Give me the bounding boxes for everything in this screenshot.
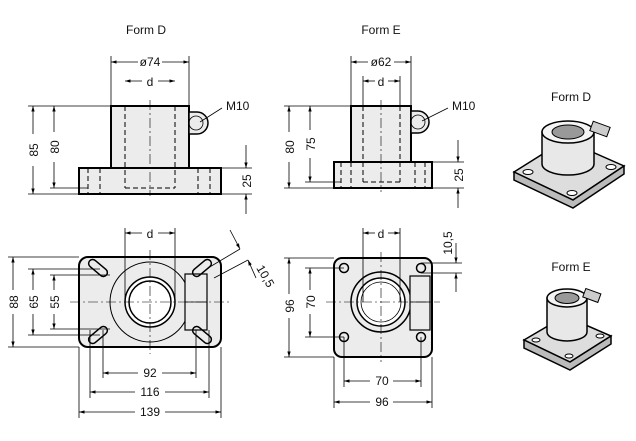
form-e-hole-span: 70 — [304, 295, 318, 309]
form-e-front-view: Form E ø62 d M10 80 75 25 — [283, 23, 476, 208]
form-e-clamp-lug — [410, 110, 430, 134]
form-d-title: Form D — [126, 23, 166, 37]
form-e-thread-label: M10 — [452, 99, 476, 113]
form-d-thread-label: M10 — [226, 99, 250, 113]
form-d-height-body: 80 — [48, 140, 62, 154]
form-e-base — [333, 161, 433, 189]
form-d-screw-hole — [188, 115, 204, 131]
form-e-top-view: d 10,5 96 70 70 96 — [283, 227, 462, 409]
form-d-front-view: Form D ø74 d M10 85 80 25 — [27, 23, 254, 214]
form-d-base-height: 25 — [240, 174, 254, 188]
form-d-width: 88 — [7, 295, 21, 309]
form-d-isometric: Form D — [512, 90, 626, 209]
form-e-diameter-label: ø62 — [371, 55, 392, 69]
form-d-bore-label: d — [147, 75, 154, 89]
form-e-width: 96 — [283, 299, 297, 313]
form-d-len-mid: 116 — [140, 385, 159, 399]
form-e-base-height: 25 — [452, 168, 466, 182]
form-d-clamp-lug — [188, 111, 209, 135]
form-e-hole-dia: 10,5 — [441, 231, 455, 255]
form-d-slot-span-inner: 55 — [48, 295, 62, 309]
mounting-slot — [191, 325, 213, 345]
form-e-height-body: 75 — [304, 137, 318, 151]
mounting-slot — [191, 258, 213, 278]
form-e-bore-label: d — [378, 75, 385, 89]
form-e-len-inner: 70 — [375, 374, 389, 388]
form-e-top-bore-label: d — [378, 227, 385, 241]
form-e-title: Form E — [361, 23, 400, 37]
mounting-hole — [415, 262, 427, 274]
form-d-slot-width: 10,5 — [253, 263, 277, 291]
iso-form-e-label: Form E — [551, 260, 590, 274]
form-d-height-total: 85 — [27, 143, 41, 157]
form-d-top-view: d 10,5 88 65 55 92 116 139 — [7, 227, 277, 419]
form-e-isometric: Form E — [522, 260, 613, 371]
form-d-len-inner: 92 — [143, 366, 157, 380]
form-d-slot-span-outer: 65 — [27, 295, 41, 309]
form-e-len-total: 96 — [375, 395, 389, 409]
iso-form-d-label: Form D — [551, 90, 591, 104]
form-d-diameter-label: ø74 — [140, 55, 161, 69]
mounting-slot — [87, 325, 109, 345]
form-e-clamp — [409, 275, 431, 331]
form-e-screw-hole — [410, 114, 426, 130]
form-d-top-bore-label: d — [147, 227, 154, 241]
form-e-height-total: 80 — [283, 140, 297, 154]
form-d-len-total: 139 — [140, 405, 160, 419]
form-e-body — [350, 105, 412, 163]
